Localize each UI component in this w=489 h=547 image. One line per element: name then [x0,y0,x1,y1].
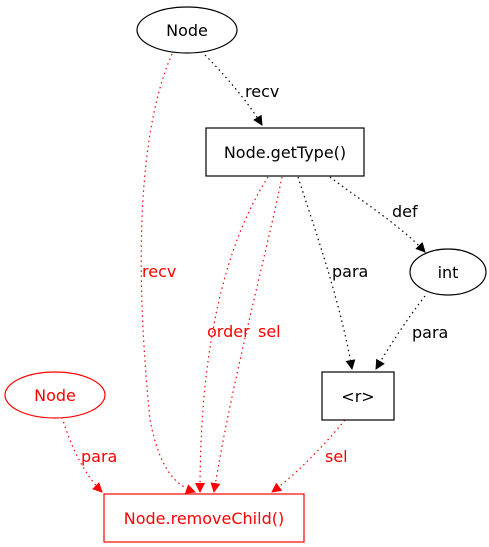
edge-para-node-to-removechild: para [61,416,117,493]
node-label: Node [166,21,208,40]
edge-recv-node-to-removechild: recv [140,53,196,494]
node-node-top[interactable]: Node [136,6,238,54]
edge-sel-gettype-to-removechild: sel [210,176,283,493]
edge-label: sel [258,322,281,341]
edge-line [271,419,346,493]
node-shape [409,248,487,296]
edge-def-gettype-to-int: def [329,176,426,253]
edge-label: para [412,323,448,342]
edge-line [204,54,263,126]
edge-line [210,176,283,493]
edge-label: def [392,202,418,221]
node-label: Node.removeChild() [124,509,284,528]
edge-label: para [81,447,117,466]
node-r[interactable]: <r> [321,371,395,421]
edge-label: recv [245,82,279,101]
node-gettype[interactable]: Node.getType() [205,127,365,177]
edge-label: order [207,322,250,341]
node-shape [205,127,365,177]
edge-para-gettype-to-r: para [297,176,368,370]
edge-line [297,176,356,370]
node-shape [4,371,106,419]
node-label: Node.getType() [224,143,346,162]
node-label: <r> [341,387,374,406]
edge-sel-r-to-removechild: sel [271,419,348,493]
edge-recv-node-to-gettype: recv [204,54,279,126]
node-removechild[interactable]: Node.removeChild() [103,493,305,543]
node-shape [136,6,238,54]
edge-label: recv [142,262,176,281]
node-int[interactable]: int [409,248,487,296]
node-label: int [438,263,459,282]
edge-label: para [332,262,368,281]
node-label: Node [34,386,76,405]
edge-label: sel [325,447,348,466]
node-node-left[interactable]: Node [4,371,106,419]
node-shape [321,371,395,421]
node-shape [103,493,305,543]
edge-line [329,176,426,253]
edge-para-int-to-r: para [375,295,448,370]
edge-line [140,53,196,494]
edge-order-gettype-to-removechild: order [195,176,269,493]
